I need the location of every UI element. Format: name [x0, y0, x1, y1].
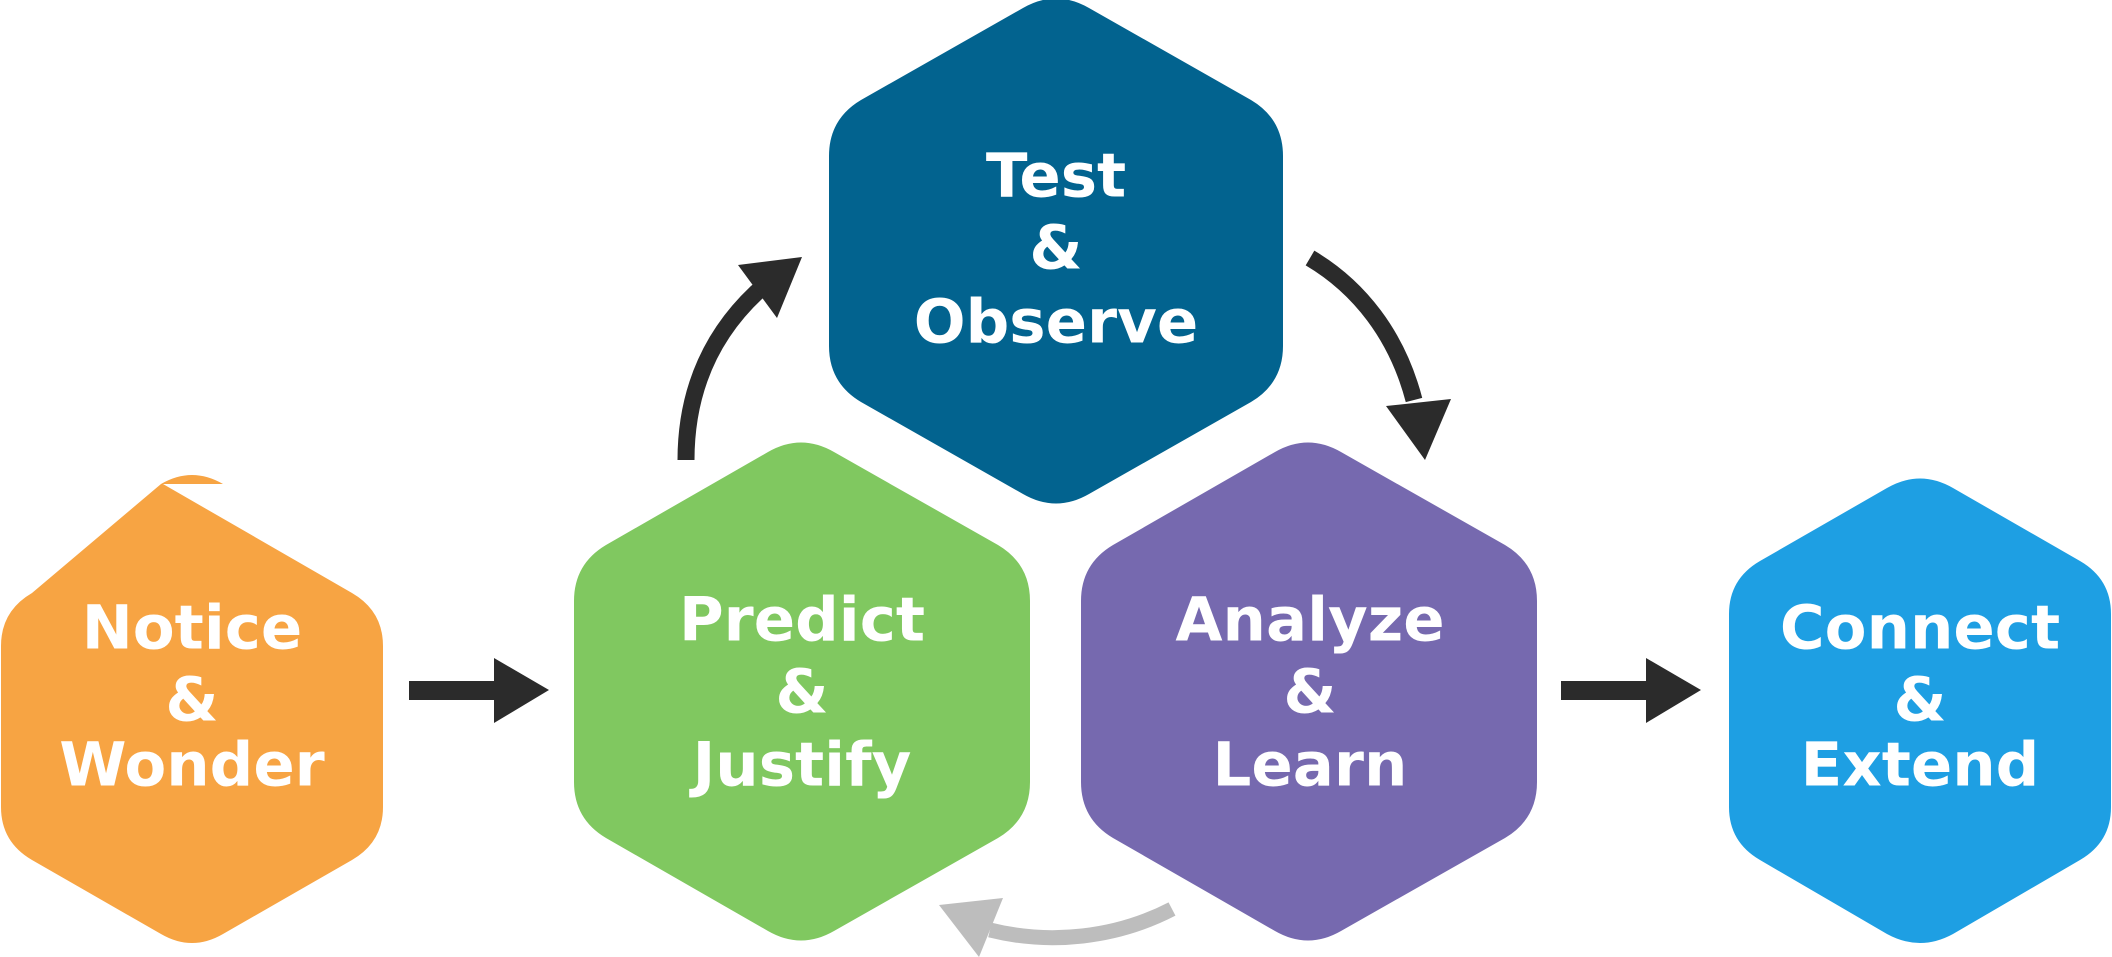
hexagon-analyze-learn: Analyze & Learn: [1081, 442, 1537, 941]
stage-label-line-2: &: [165, 665, 218, 736]
arrow-head: [494, 658, 549, 723]
hexagon-shape: [1, 475, 383, 943]
hexagon-shape: [829, 0, 1283, 504]
stage-label-line-1: Analyze: [1175, 585, 1444, 656]
stage-label-line-3: Learn: [1213, 730, 1408, 801]
arrow-head: [1646, 658, 1701, 723]
arrow-curve: [677, 277, 772, 461]
hexagon-notice-wonder: Notice & Wonder: [1, 475, 383, 943]
stage-label-line-3: Extend: [1801, 730, 2040, 801]
stage-label-line-1: Predict: [679, 585, 925, 656]
hexagon-shape: [1081, 442, 1537, 941]
stage-label-line-1: Notice: [82, 593, 303, 664]
arrow-analyze-to-predict-return: [939, 898, 1176, 957]
arrow-shaft: [1561, 681, 1647, 700]
stage-label-line-3: Wonder: [59, 730, 325, 801]
arrow-head: [1386, 399, 1451, 460]
stage-label-line-2: &: [1893, 665, 1946, 736]
arrow-head: [939, 898, 1003, 957]
stage-label-line-2: &: [1283, 657, 1336, 728]
arrow-analyze-to-connect: [1561, 658, 1701, 723]
stage-label-line-1: Test: [986, 141, 1126, 212]
stage-label-line-3: Justify: [689, 730, 912, 801]
hexagon-predict-justify: Predict & Justify: [574, 442, 1030, 941]
hexagon-shape: [1729, 478, 2111, 943]
arrow-shaft: [409, 681, 495, 700]
stage-label-line-3: Observe: [914, 287, 1198, 358]
hexagon-test-observe: Test & Observe: [829, 0, 1283, 504]
stage-label-line-2: &: [775, 657, 828, 728]
stage-label-line-2: &: [1029, 213, 1082, 284]
arrow-curve: [988, 902, 1176, 946]
arrow-test-to-analyze: [1305, 250, 1451, 460]
arrow-predict-to-test: [677, 257, 802, 461]
arrow-notice-to-predict: [409, 658, 549, 723]
hexagon-connect-extend: Connect & Extend: [1729, 478, 2111, 943]
hexagon-shape: [574, 442, 1030, 941]
arrow-curve: [1305, 250, 1423, 403]
stage-label-line-1: Connect: [1780, 593, 2060, 664]
arrow-head: [738, 257, 802, 318]
